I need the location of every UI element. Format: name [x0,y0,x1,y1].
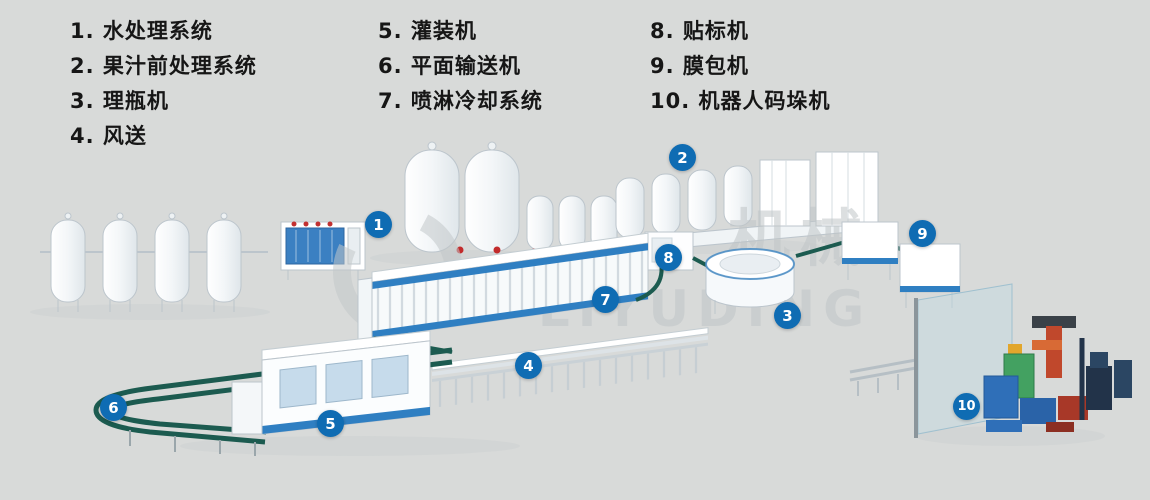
water-treatment-tanks [40,212,268,312]
legend-item-5: 5. 灌装机 [378,19,477,43]
badge-7: 7 [592,286,619,313]
legend-column-2: 5. 灌装机 6. 平面输送机 7. 喷淋冷却系统 [378,14,543,119]
badge-3: 3 [774,302,801,329]
legend-item-10: 10. 机器人码垛机 [650,89,831,113]
palletizer-infeed-conveyor [849,358,917,396]
legend-item-6: 6. 平面输送机 [378,54,521,78]
filling-machine [261,330,431,435]
badge-6: 6 [100,394,127,421]
juice-pretreatment-unit [280,221,366,280]
air-conveyor [431,327,709,408]
legend-column-3: 8. 贴标机 9. 膜包机 10. 机器人码垛机 [650,14,831,119]
legend-item-2: 2. 果汁前处理系统 [70,54,257,78]
legend-item-8: 8. 贴标机 [650,19,749,43]
badge-1: 1 [365,211,392,238]
large-storage-tanks [404,141,520,253]
legend-item-3: 3. 理瓶机 [70,89,169,113]
legend-column-1: 1. 水处理系统 2. 果汁前处理系统 3. 理瓶机 4. 风送 [70,14,257,154]
badge-4: 4 [515,352,542,379]
legend-item-1: 1. 水处理系统 [70,19,213,43]
badge-8: 8 [655,244,682,271]
badge-10: 10 [953,393,980,420]
legend-item-4: 4. 风送 [70,124,147,148]
robot-palletizer-cell [914,283,1088,438]
bottle-unscrambler [705,248,795,314]
filler-infeed-unit [231,381,263,435]
badge-2: 2 [669,144,696,171]
badge-5: 5 [317,410,344,437]
forklifts [1079,338,1132,420]
film-wrapping-machine [795,221,961,308]
badge-9: 9 [909,220,936,247]
legend-item-7: 7. 喷淋冷却系统 [378,89,543,113]
spray-cooling-tunnel [357,232,649,343]
legend-item-9: 9. 膜包机 [650,54,749,78]
